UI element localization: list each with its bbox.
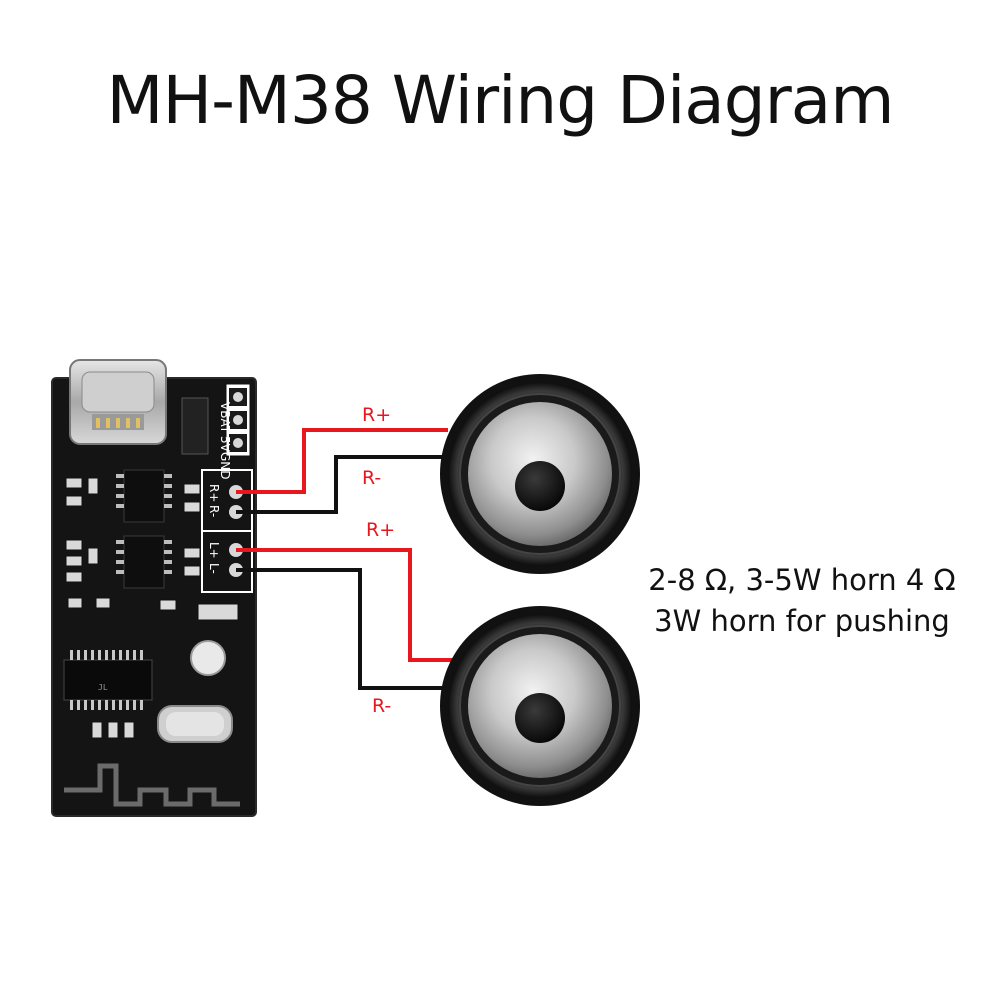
pin-label-r-minus: R-	[207, 505, 221, 517]
regulator-chip	[181, 397, 209, 455]
amplifier-chip-2	[116, 535, 172, 589]
wire-label-top-negative: R-	[362, 467, 381, 489]
crystal-oscillator	[157, 705, 233, 743]
speaker-top	[440, 374, 640, 574]
wire-top-negative	[236, 455, 445, 514]
pin-label-5v: 5V	[218, 436, 232, 453]
pin-label-r-plus: R+	[207, 484, 221, 502]
pin-label-l-minus: L-	[207, 563, 221, 574]
pin-label-vbat: VBAT	[218, 402, 232, 434]
smd-components	[65, 477, 201, 739]
wire-label-top-positive: R+	[362, 404, 391, 426]
amplifier-chip-1	[116, 469, 172, 523]
speaker-spec-line-1: 2-8 Ω, 3-5W horn 4 Ω	[648, 563, 956, 597]
pin-label-gnd: GND	[218, 452, 232, 480]
mounting-hole	[190, 640, 226, 676]
usb-c-connector	[69, 359, 167, 445]
speaker-dust-cap	[515, 461, 565, 511]
wires	[236, 428, 452, 690]
wire-top-positive	[236, 428, 448, 494]
main-bluetooth-ic: JL	[63, 650, 153, 710]
page-title: MH-M38 Wiring Diagram	[106, 62, 895, 139]
chip-mark: JL	[98, 683, 108, 692]
smd-pad	[197, 603, 239, 621]
speaker-dust-cap	[515, 693, 565, 743]
wire-label-bottom-negative: R-	[372, 695, 391, 717]
mh-m38-board: VBAT 5V GND	[51, 359, 257, 817]
pin-label-l-plus: L+	[207, 542, 221, 559]
speaker-bottom	[440, 606, 640, 806]
wire-bottom-positive	[236, 548, 452, 662]
speaker-spec-line-2: 3W horn for pushing	[654, 604, 950, 638]
power-header: VBAT 5V GND	[218, 383, 251, 480]
wire-label-bottom-positive: R+	[366, 519, 395, 541]
pcb-antenna	[64, 763, 240, 807]
wire-bottom-negative	[236, 568, 445, 690]
